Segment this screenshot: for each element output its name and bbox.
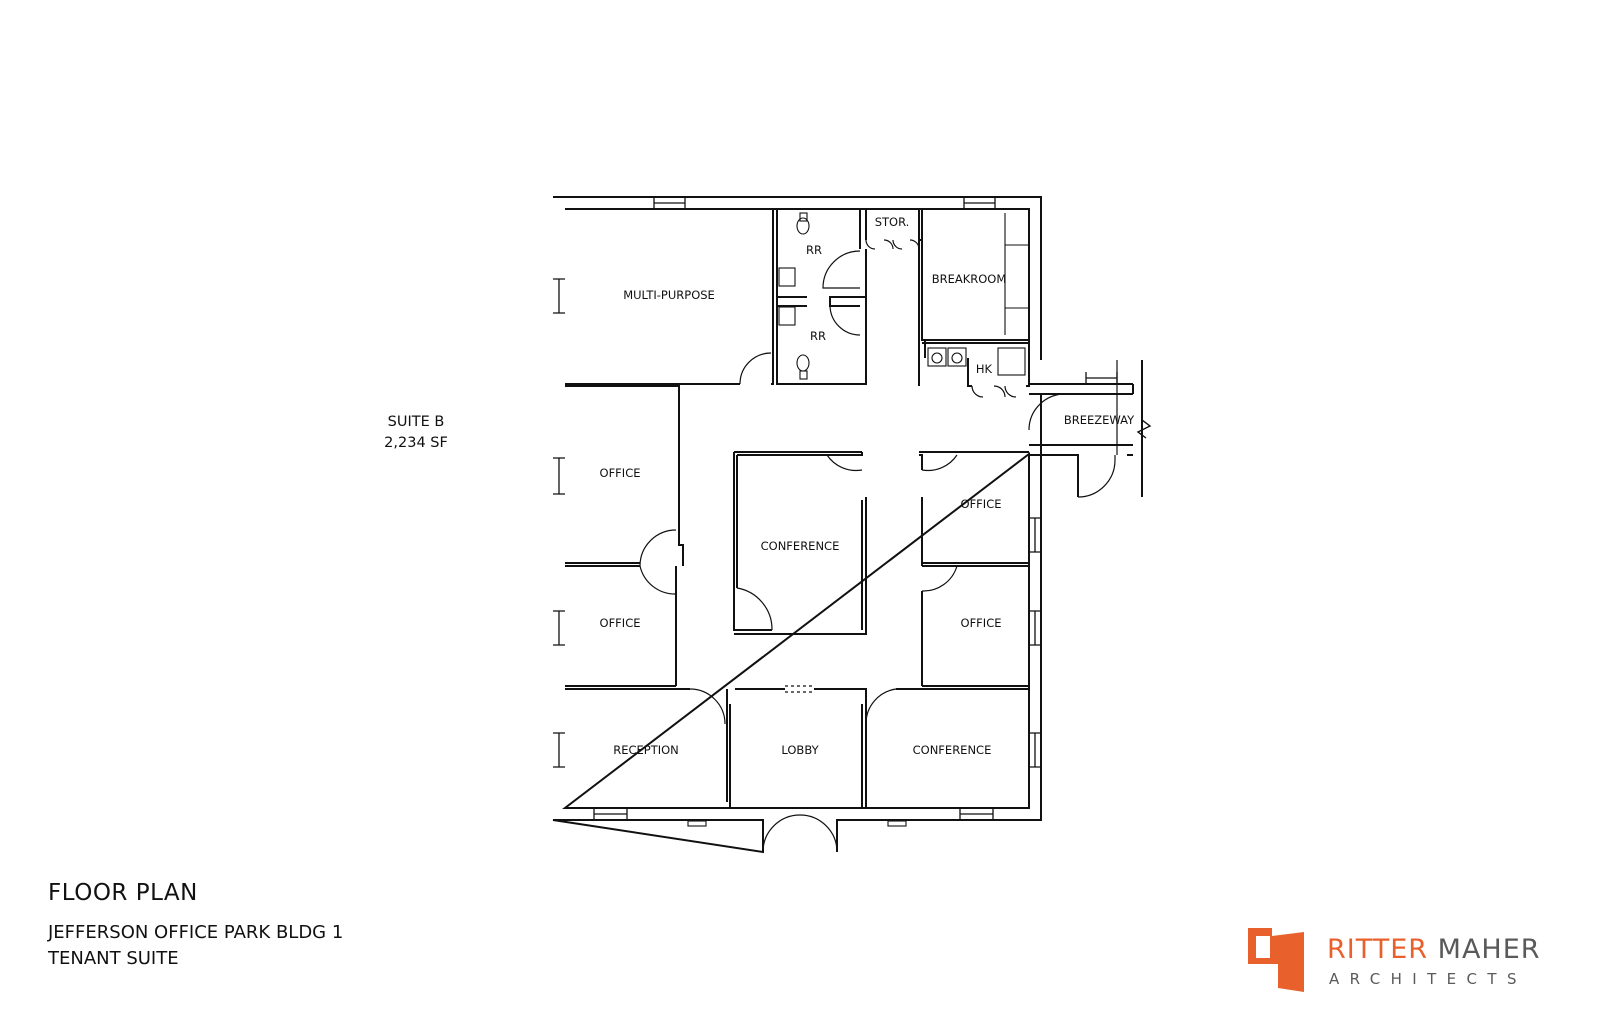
- vent-right: [887, 820, 907, 827]
- logo-cutout: [1256, 936, 1270, 958]
- windows: [553, 197, 1118, 820]
- drawing-subtitle-line-2: TENANT SUITE: [48, 948, 179, 969]
- washer-dryer: [927, 347, 967, 367]
- sink-top: [778, 267, 796, 287]
- drawing-title: FLOOR PLAN: [48, 880, 198, 906]
- hk-sink: [997, 347, 1026, 376]
- fixtures: [687, 212, 1029, 827]
- firm-logo-mark: [1248, 928, 1304, 992]
- room-label-office-right-lower: OFFICE: [961, 616, 1002, 630]
- room-label-reception: RECEPTION: [613, 743, 679, 757]
- drawing-subtitle-line-1: JEFFERSON OFFICE PARK BLDG 1: [48, 922, 344, 943]
- doors: [639, 239, 1152, 853]
- firm-name-part1: RITTER: [1327, 934, 1429, 965]
- wall-lobby: [726, 688, 867, 808]
- firm-name: RITTER MAHER: [1327, 934, 1541, 965]
- room-label-conference-center: CONFERENCE: [761, 539, 840, 553]
- suite-info: SUITE B 2,234 SF: [346, 412, 486, 454]
- firm-subtitle: ARCHITECTS: [1329, 970, 1527, 988]
- room-label-multi-purpose: MULTI-PURPOSE: [623, 288, 715, 302]
- suite-name: SUITE B: [387, 414, 445, 430]
- room-label-lobby: LOBBY: [781, 743, 819, 757]
- room-label-housekeeping: HK: [976, 362, 993, 376]
- room-label-breezeway: BREEZEWAY: [1064, 413, 1135, 427]
- exterior-wall-inner: [562, 208, 1030, 809]
- room-labels: MULTI-PURPOSE RR RR STOR. BREAKROOM HK B…: [600, 215, 1136, 757]
- room-label-office-right-upper: OFFICE: [961, 497, 1002, 511]
- toilet-top: [796, 212, 810, 235]
- room-label-office-left-lower: OFFICE: [600, 616, 641, 630]
- title-block: FLOOR PLAN JEFFERSON OFFICE PARK BLDG 1 …: [48, 880, 343, 972]
- walls: [552, 196, 1143, 854]
- sink-bottom: [778, 306, 796, 326]
- firm-name-part2: MAHER: [1437, 934, 1541, 965]
- breakroom-counter: [1004, 213, 1029, 335]
- room-label-rr-bottom: RR: [810, 329, 826, 343]
- room-label-conference-front: CONFERENCE: [913, 743, 992, 757]
- room-label-rr-top: RR: [806, 243, 822, 257]
- suite-area: 2,234 SF: [384, 435, 448, 451]
- wall-breezeway: [1029, 360, 1143, 497]
- room-label-breakroom: BREAKROOM: [932, 272, 1007, 286]
- vent-left: [687, 820, 707, 827]
- room-label-storage: STOR.: [875, 215, 910, 229]
- wall-left-offices: [565, 385, 690, 690]
- wall-hk: [922, 342, 1030, 387]
- wall-right-offices: [896, 451, 1029, 690]
- exterior-wall-outer: [552, 196, 1042, 854]
- toilet-bottom: [796, 354, 810, 380]
- room-label-office-left-upper: OFFICE: [600, 466, 641, 480]
- wall-restroom-block: [776, 209, 867, 385]
- wall-restroom-right: [859, 209, 867, 297]
- wall-multipurpose: [565, 209, 774, 385]
